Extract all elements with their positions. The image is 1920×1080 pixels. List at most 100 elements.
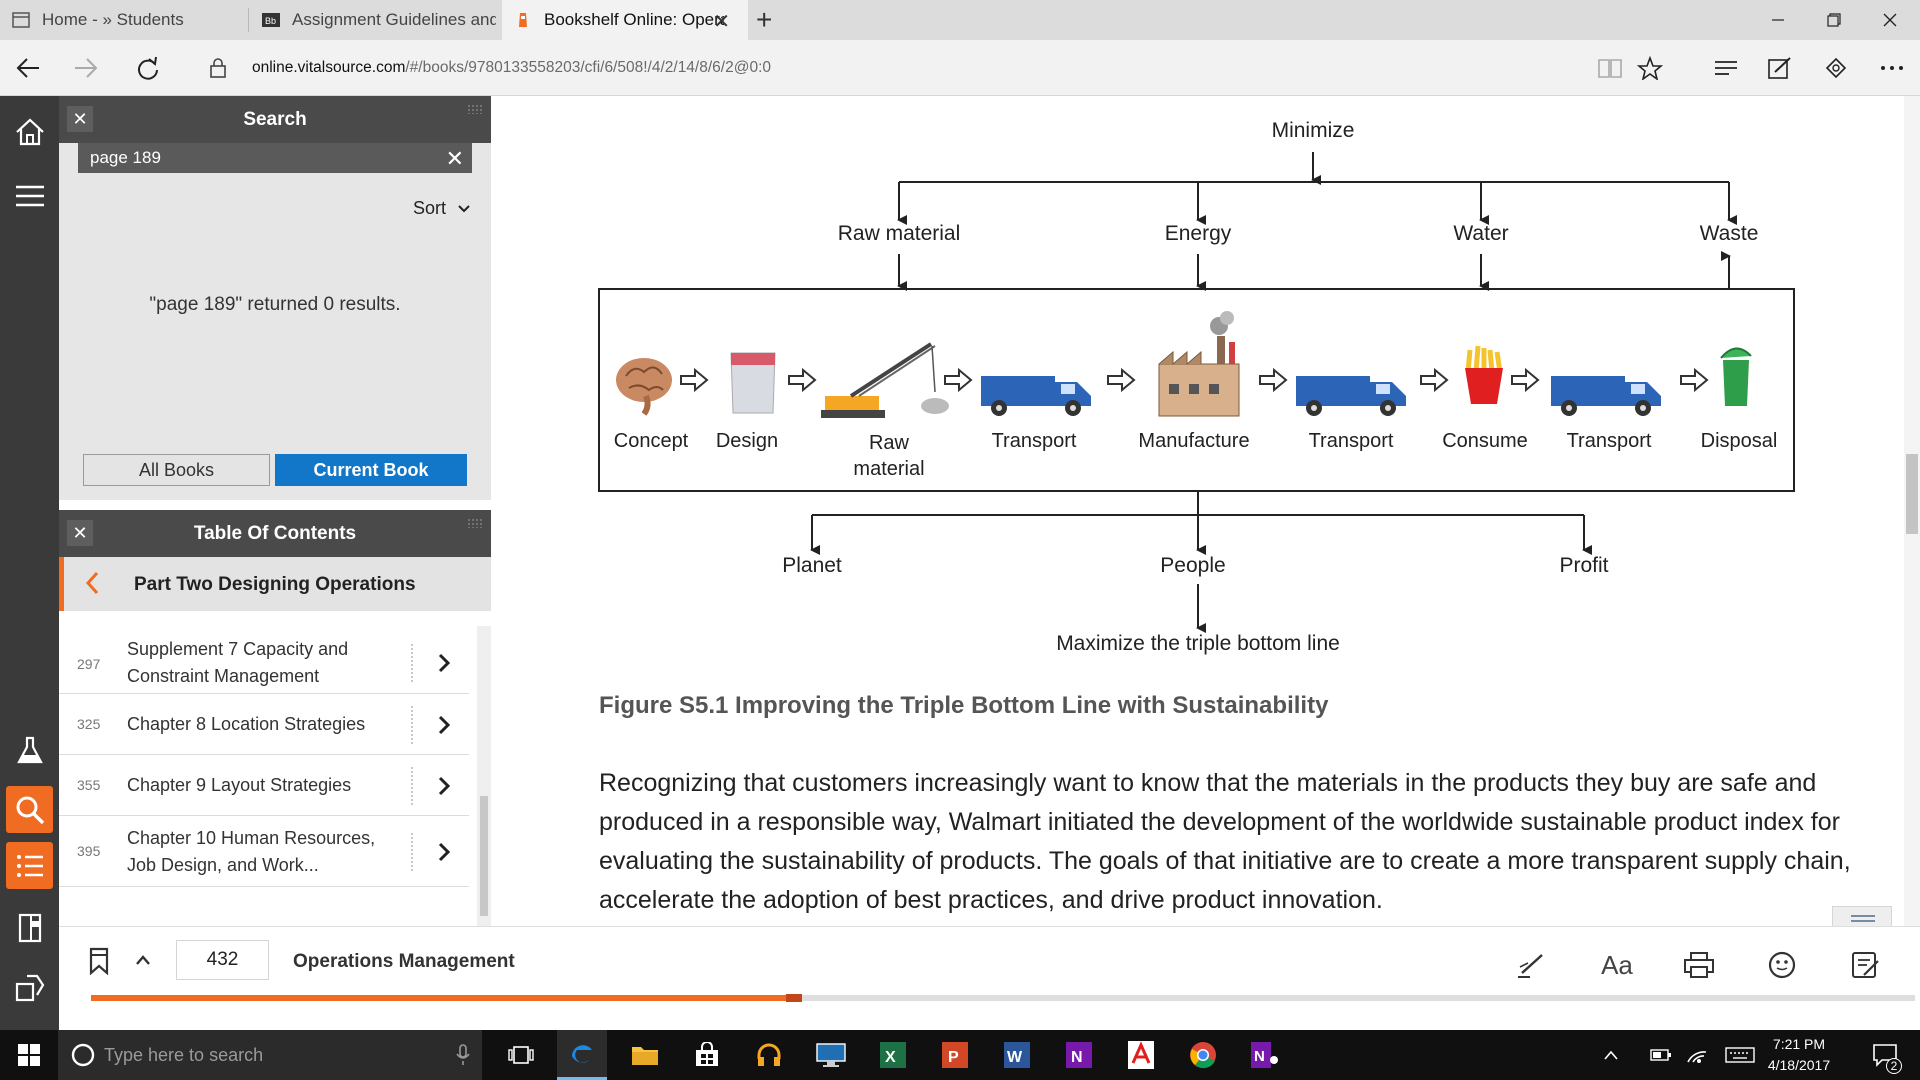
toc-part-header[interactable]: Part Two Designing Operations	[59, 557, 491, 611]
toc-panel-title: Table Of Contents	[193, 523, 357, 544]
shapes-button[interactable]	[6, 964, 53, 1011]
home-button[interactable]	[6, 108, 53, 155]
reading-view-icon	[1598, 59, 1622, 78]
tab-title: Home - » Students	[42, 10, 184, 29]
close-search-button[interactable]: ✕	[67, 106, 93, 132]
toc-expand-button[interactable]	[411, 767, 451, 805]
notebook-button[interactable]	[6, 904, 53, 951]
tab-assignment-guidelines[interactable]: Bb Assignment Guidelines and	[250, 0, 496, 40]
close-tab-icon[interactable]: ✕	[713, 11, 730, 33]
toc-expand-button[interactable]	[411, 833, 451, 871]
page-number-input[interactable]: 432	[176, 940, 269, 980]
search-field[interactable]: ✕	[78, 143, 472, 173]
toc-button[interactable]	[6, 842, 53, 889]
toc-scrollbar[interactable]	[477, 626, 491, 926]
figure-caption: Figure S5.1 Improving the Triple Bottom …	[599, 692, 1329, 719]
toc-expand-button[interactable]	[411, 644, 451, 682]
forward-button[interactable]	[64, 40, 108, 96]
microphone-icon[interactable]	[456, 1044, 470, 1066]
reading-progress-fill	[91, 995, 802, 1001]
taskbar-edge[interactable]	[557, 1030, 607, 1080]
current-book-button[interactable]: Current Book	[275, 454, 467, 486]
chevron-down-icon	[458, 205, 470, 213]
print-button[interactable]	[1679, 945, 1719, 985]
list-icon	[16, 854, 43, 877]
diagram-minimize-label: Minimize	[1271, 119, 1355, 142]
reading-view-button[interactable]	[1588, 40, 1632, 96]
taskbar-clock[interactable]: 7:21 PM 4/18/2017	[1762, 1034, 1836, 1076]
taskbar-word[interactable]: W	[992, 1030, 1042, 1080]
taskbar-search-box[interactable]: Type here to search	[58, 1030, 482, 1080]
taskbar-excel[interactable]: X	[868, 1030, 918, 1080]
accessibility-button[interactable]	[1762, 945, 1802, 985]
start-button[interactable]	[4, 1030, 54, 1080]
minimize-button[interactable]	[1750, 0, 1806, 40]
close-icon	[1883, 13, 1897, 27]
page-scrollbar[interactable]	[1904, 96, 1920, 926]
text-size-button[interactable]: Aa	[1597, 945, 1637, 985]
highlighter-button[interactable]	[1511, 945, 1551, 985]
refresh-button[interactable]	[126, 40, 170, 96]
show-hidden-icons-button[interactable]	[1594, 1030, 1628, 1080]
taskbar-chrome[interactable]	[1178, 1030, 1228, 1080]
taskbar-music[interactable]	[744, 1030, 794, 1080]
search-button[interactable]	[6, 786, 53, 833]
url-domain: online.vitalsource.com	[252, 59, 406, 76]
close-window-button[interactable]	[1862, 0, 1918, 40]
drag-grip-icon[interactable]	[467, 518, 483, 528]
onenote-icon: N	[1251, 1042, 1278, 1068]
battery-indicator[interactable]	[1644, 1030, 1678, 1080]
taskbar-file-explorer[interactable]	[620, 1030, 670, 1080]
reading-progress-handle[interactable]	[786, 994, 802, 1002]
hamburger-icon	[15, 185, 44, 206]
url-text[interactable]: online.vitalsource.com/#/books/978013355…	[252, 59, 771, 77]
tab-home-students[interactable]: Home - » Students	[0, 0, 246, 40]
toc-item[interactable]: 325 Chapter 8 Location Strategies	[59, 695, 469, 755]
page-up-button[interactable]	[135, 953, 151, 971]
toc-expand-button[interactable]	[411, 706, 451, 744]
shapes-icon	[15, 974, 44, 1001]
toc-item[interactable]: 297 Supplement 7 Capacity and Constraint…	[59, 632, 469, 694]
flashcards-button[interactable]	[6, 726, 53, 773]
taskbar-powerpoint[interactable]: P	[930, 1030, 980, 1080]
task-view-button[interactable]	[496, 1030, 546, 1080]
taskbar-store[interactable]	[682, 1030, 732, 1080]
sort-dropdown[interactable]: Sort	[413, 198, 471, 219]
wifi-indicator[interactable]	[1680, 1030, 1714, 1080]
action-center-button[interactable]: 2	[1860, 1030, 1910, 1080]
lock-icon	[210, 58, 226, 78]
taskbar-remote-desktop[interactable]	[806, 1030, 856, 1080]
lock-indicator[interactable]	[196, 40, 240, 96]
search-icon	[16, 796, 44, 824]
taskbar-acrobat[interactable]	[1116, 1030, 1166, 1080]
clear-search-icon[interactable]: ✕	[445, 146, 464, 171]
close-toc-button[interactable]: ✕	[67, 520, 93, 546]
tab-bookshelf-online[interactable]: Bookshelf Online: Opera ✕	[502, 0, 748, 40]
factory-icon	[1158, 311, 1240, 417]
favorite-button[interactable]	[1628, 40, 1672, 96]
back-button[interactable]	[6, 40, 50, 96]
drag-grip-icon[interactable]	[467, 104, 483, 114]
taskbar-onenote[interactable]: N	[1054, 1030, 1104, 1080]
share-button[interactable]	[1814, 40, 1858, 96]
toc-scrollbar-thumb[interactable]	[480, 796, 488, 916]
toc-item[interactable]: 395 Chapter 10 Human Resources, Job Desi…	[59, 817, 469, 887]
keyboard-indicator[interactable]	[1720, 1030, 1760, 1080]
restore-button[interactable]	[1806, 0, 1862, 40]
notes-drawer-handle[interactable]	[1832, 906, 1892, 928]
more-button[interactable]	[1870, 40, 1914, 96]
all-books-button[interactable]: All Books	[83, 454, 270, 486]
reading-progress-bar[interactable]	[91, 994, 1915, 1002]
notes-button[interactable]	[1845, 945, 1885, 985]
toc-item[interactable]: 355 Chapter 9 Layout Strategies	[59, 756, 469, 816]
page-scrollbar-thumb[interactable]	[1906, 454, 1918, 534]
highlighter-icon	[1518, 954, 1543, 978]
hub-button[interactable]	[1704, 40, 1748, 96]
menu-button[interactable]	[6, 172, 53, 219]
chevron-left-icon[interactable]	[84, 570, 100, 596]
taskbar-onenote-2016[interactable]: N	[1240, 1030, 1290, 1080]
new-tab-button[interactable]: +	[756, 4, 773, 35]
search-input[interactable]	[78, 143, 438, 173]
bookmark-button[interactable]	[89, 947, 109, 980]
web-note-button[interactable]	[1758, 40, 1802, 96]
